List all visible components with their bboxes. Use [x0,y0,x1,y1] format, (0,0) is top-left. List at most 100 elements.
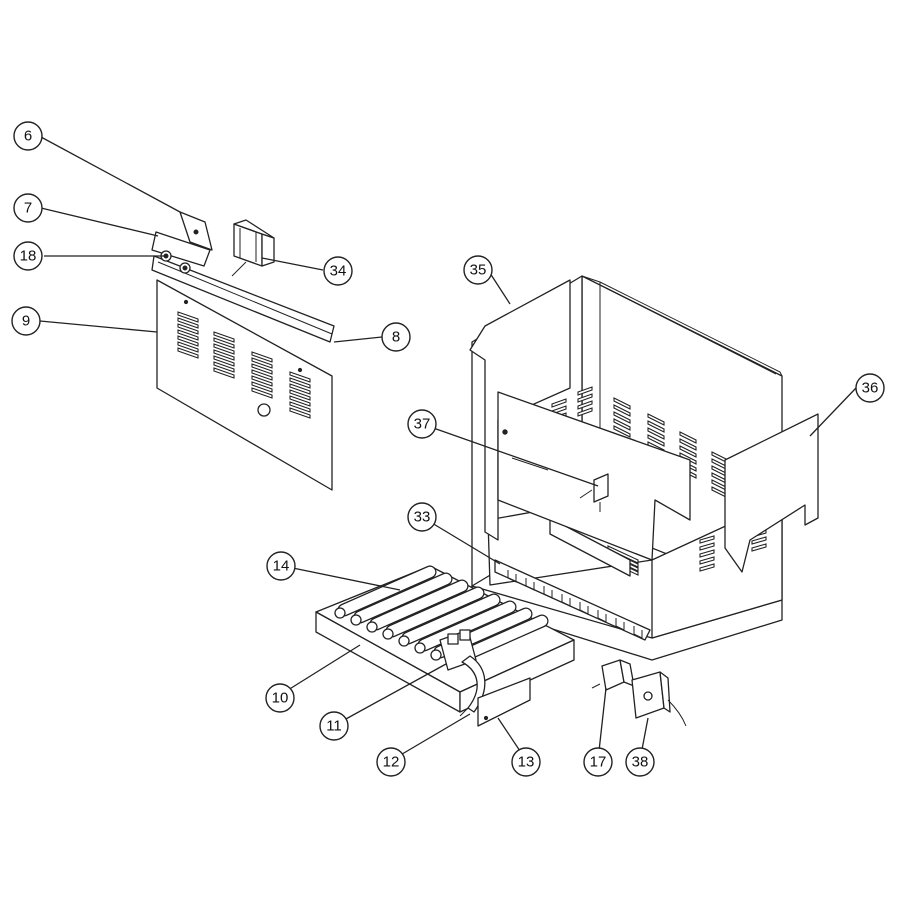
callout-13-label: 13 [518,754,535,771]
callout-18-label: 18 [20,248,37,265]
callout-11: 11 [319,711,349,741]
bracket-tab [507,570,517,583]
louver-slot [613,425,631,438]
louver-slot [177,335,199,347]
louver-slot [177,311,199,323]
louver-slot [679,438,697,451]
control-bracket-part [151,211,335,343]
louver-slot [679,452,697,465]
callout-17-label: 17 [590,754,607,771]
callout-37-label: 37 [414,416,431,433]
tube-end-cap [398,635,410,647]
control-knob-part [160,250,191,274]
louver-slot [251,375,273,387]
louver-slot [577,407,593,417]
louver-slot [577,400,593,410]
callout-9-label: 9 [22,313,30,330]
callout-38-label: 38 [632,754,649,771]
louver-slot [647,434,665,447]
end-cover-part [477,677,531,727]
tube-end-cap [430,649,442,661]
louver-slot [213,343,235,355]
thermostat-sensor-part [579,473,609,512]
transformer-part [591,659,635,691]
louver-slot [699,556,715,565]
callout-8: 8 [381,322,411,352]
callout-14-label: 14 [273,558,290,575]
callout-10-label: 10 [272,690,289,707]
louver-slot [289,395,311,407]
louver-slot [679,445,697,458]
callout-12: 12 [376,747,406,777]
louver-slot [177,347,199,359]
louver-slot [213,361,235,373]
callout-34: 34 [323,256,353,286]
louver-slot [289,383,311,395]
louver-slot [177,329,199,341]
louver-slot [577,386,593,396]
bracket-tab [633,626,643,639]
callout-7-label: 7 [24,200,32,217]
louver-slot [251,387,273,399]
louver-slot [213,349,235,361]
callout-9: 9 [11,306,41,336]
louver-slot [699,542,715,551]
bracket-tab [561,594,571,607]
louver-slot [289,389,311,401]
heating-tube [354,573,452,623]
callout-7: 7 [13,193,43,223]
callout-35-label: 35 [470,262,487,279]
bracket-tab [615,618,625,631]
louver-slot [699,549,715,558]
louver-slot [289,371,311,383]
tube-end-cap [366,621,378,633]
louver-slot [177,341,199,353]
louver-slot [251,369,273,381]
louver-slot [289,407,311,419]
louver-slot [613,418,631,431]
tube-end-cap [334,607,346,619]
tube-end-cap [382,628,394,640]
callout-13: 13 [511,747,541,777]
right-side-panel-part [724,413,819,573]
louver-slot [213,337,235,349]
callout-11-label: 11 [326,718,342,735]
callout-36-label: 36 [862,380,879,397]
tube-end-cap [350,614,362,626]
callout-38: 38 [625,747,655,777]
louver-slot [251,363,273,375]
callout-18: 18 [13,241,43,271]
callout-34-label: 34 [330,263,347,280]
heating-tube [418,601,516,651]
louver-slot [551,398,567,408]
louver-slot [751,536,767,545]
louver-slot [647,413,665,426]
louver-slot [577,393,593,403]
relay-part [231,219,275,277]
louver-slot [289,377,311,389]
callout-14: 14 [266,551,296,581]
callout-17: 17 [583,747,613,777]
louver-slot [613,404,631,417]
heater-bracket-part [494,559,651,641]
callout-37: 37 [407,409,437,439]
louver-slot [699,535,715,544]
louver-slot [613,411,631,424]
heating-tube [338,566,436,616]
callout-33-label: 33 [414,509,431,526]
bracket-tab [579,602,589,615]
baffle-plate-part [497,391,691,561]
callout-35: 35 [463,255,493,285]
louver-slot [213,355,235,367]
callout-6: 6 [13,121,43,151]
louver-slot [613,397,631,410]
junction-box-part [631,671,687,727]
louver-slot [251,381,273,393]
tube-end-cap [414,642,426,654]
louver-slot [647,420,665,433]
louver-slot [751,543,767,552]
bracket-tab [525,578,535,591]
heating-tube [386,587,484,637]
callout-8-label: 8 [392,329,400,346]
